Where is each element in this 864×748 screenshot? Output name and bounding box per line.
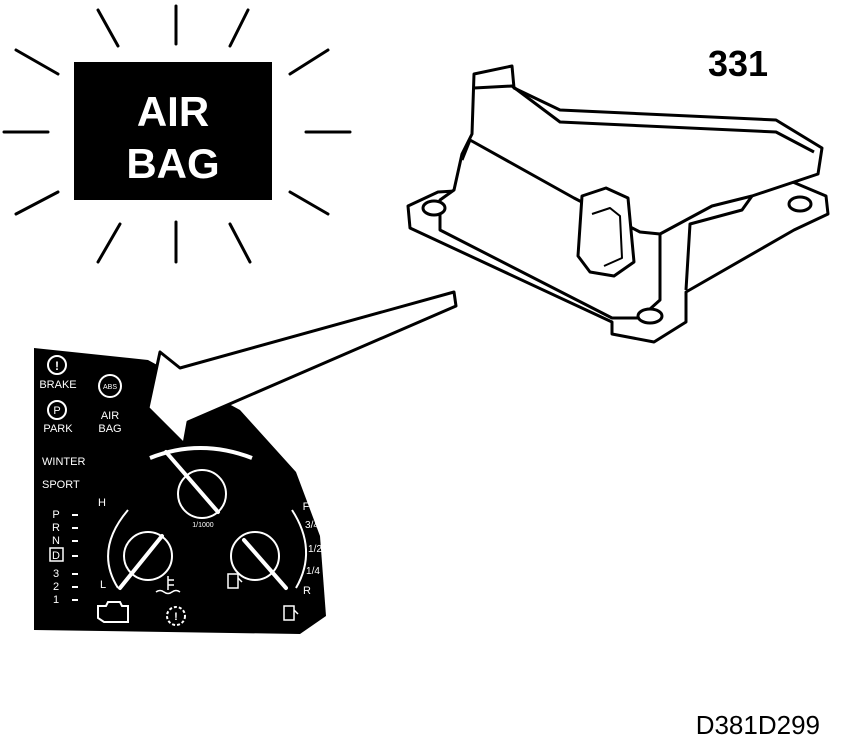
airbag-indicator-bag: BAG	[98, 423, 121, 435]
fuel-needle	[242, 538, 288, 590]
gear-d-box	[49, 547, 64, 562]
gear-p: P	[52, 509, 59, 521]
warning-lamp: AIR BAG	[2, 4, 352, 264]
airbag-indicator-air: AIR	[101, 410, 119, 422]
airbag-control-module	[406, 64, 830, 344]
abs-warning-icon	[98, 374, 122, 398]
mount-hole-right	[787, 195, 813, 213]
gear-d: D	[52, 550, 60, 562]
gear-2: 2	[53, 581, 59, 593]
tach-unit-label: 1/1000	[192, 522, 214, 529]
brake-warning-icon	[47, 355, 67, 375]
park-label: PARK	[43, 423, 73, 435]
fuel-three-quarter-label: 3/4	[305, 520, 319, 531]
pointer-arrow-shape	[146, 290, 458, 446]
lamp-panel	[74, 62, 272, 200]
part-number-label: 331	[708, 43, 768, 84]
module-side-step	[684, 195, 754, 291]
park-brake-icon	[47, 400, 67, 420]
connector-inner	[591, 207, 623, 267]
brake-icon-mark: !	[55, 359, 59, 373]
temp-high-label: H	[98, 497, 106, 509]
service-warning-mark: !	[174, 611, 178, 623]
connector-socket	[576, 186, 636, 278]
gear-1: 1	[53, 594, 59, 606]
gear-3: 3	[53, 568, 59, 580]
fuel-half-label: 1/2	[308, 544, 322, 555]
module-top-edge	[473, 84, 815, 154]
coolant-temp-icon	[155, 576, 181, 595]
temp-needle	[118, 534, 164, 590]
flash-rays	[2, 4, 352, 264]
fuel-reserve-label: R	[303, 585, 311, 597]
service-warning-icon	[166, 606, 186, 626]
low-fuel-icon	[283, 605, 299, 621]
lamp-text-bag: BAG	[126, 140, 219, 187]
pointer-arrow	[146, 290, 458, 446]
instrument-cluster: ! BRAKE ABS P PARK AIR BAG WINTER SPORT …	[34, 348, 326, 634]
tach-needle	[164, 450, 220, 514]
fuel-full-label: F	[303, 501, 310, 513]
brake-label: BRAKE	[39, 379, 76, 391]
figure-code: D381D299	[696, 710, 820, 740]
mount-hole-front	[636, 307, 664, 325]
tach-scale-arc	[149, 446, 253, 460]
abs-icon-mark: ABS	[103, 384, 117, 391]
mount-hole-left	[421, 199, 447, 217]
gear-indicator: P R N D 3 2 1	[49, 509, 78, 606]
check-engine-icon	[97, 601, 129, 623]
temp-low-label: L	[100, 579, 106, 591]
park-icon-mark: P	[53, 405, 60, 417]
fuel-quarter-label: 1/4	[306, 566, 320, 577]
lamp-text-air: AIR	[137, 88, 209, 135]
gear-n: N	[52, 535, 60, 547]
module-housing	[438, 64, 824, 320]
fuel-pump-icon	[227, 573, 243, 589]
winter-mode-label: WINTER	[42, 456, 85, 468]
gear-r: R	[52, 522, 60, 534]
sport-mode-label: SPORT	[42, 479, 80, 491]
module-front-edge	[460, 138, 661, 236]
fuel-scale-arc	[291, 509, 307, 589]
temp-scale-arc	[107, 509, 129, 589]
